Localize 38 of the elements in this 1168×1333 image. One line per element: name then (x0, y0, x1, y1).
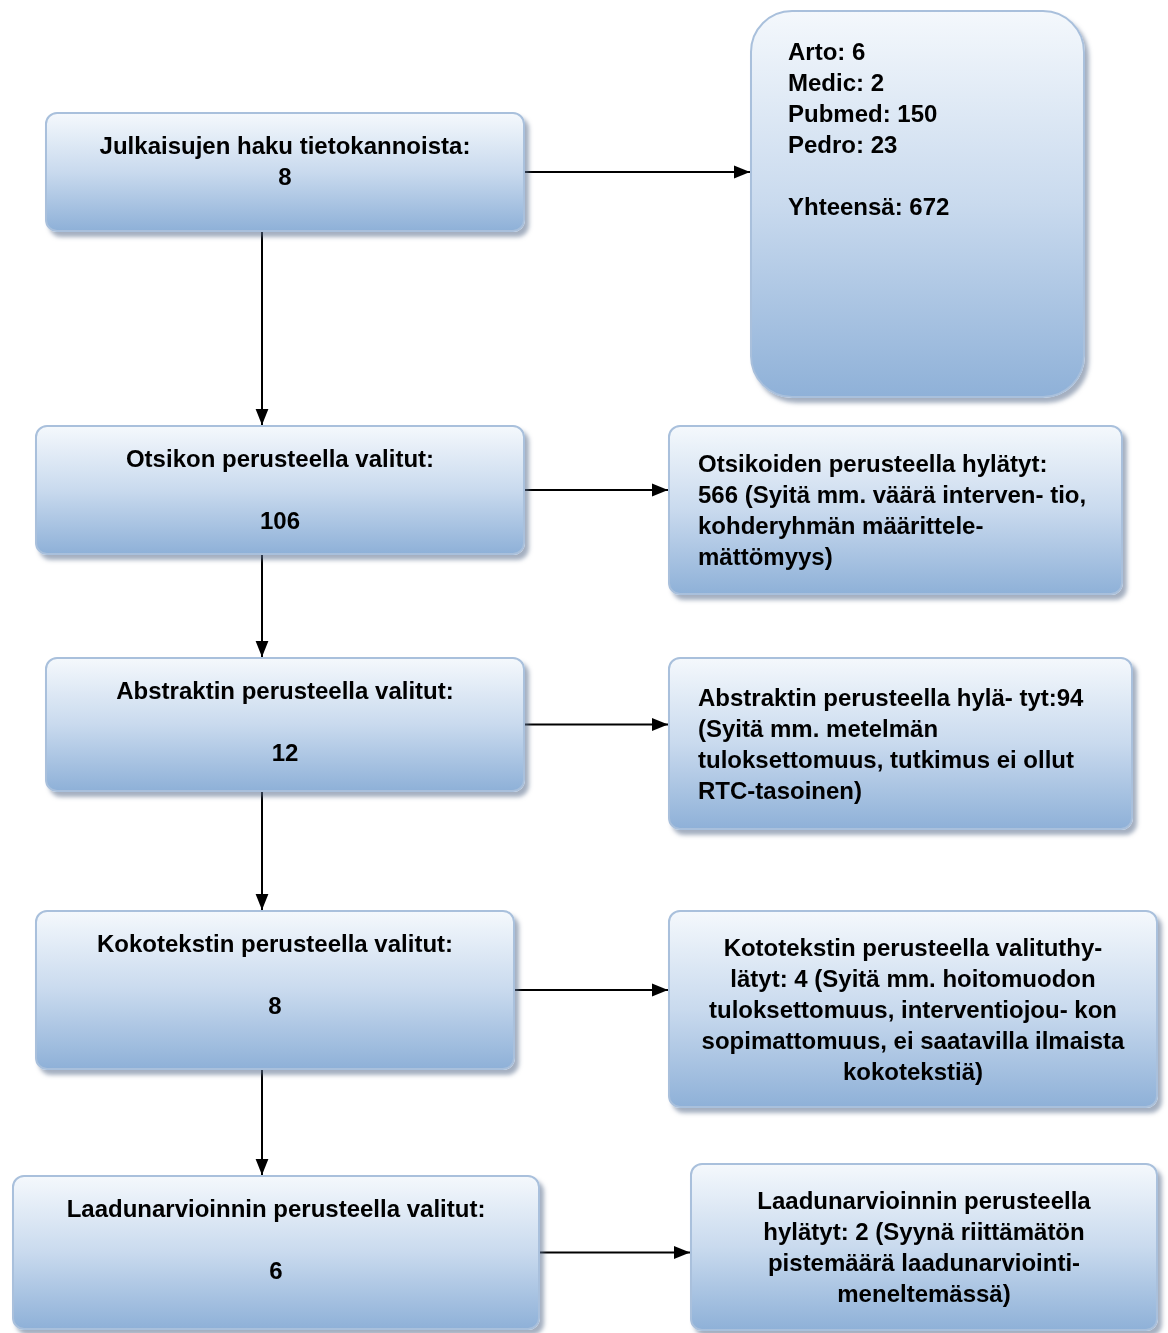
box-text: Kokotekstin perusteella valitut: (96, 929, 454, 959)
process-box (45, 657, 525, 792)
arrow (524, 483, 669, 497)
count-text: 6 (269, 1256, 283, 1286)
arrow (255, 554, 269, 658)
box-text: Pedro: 23 (788, 130, 898, 160)
count-text: 8 (268, 991, 282, 1021)
process-box (12, 1175, 540, 1330)
box-text: Abstraktin perusteella hylä- tyt:94 (Syitä mm. metelmän tuloksettomuus, tutkimus ei ollut RTC-tasoinen) (698, 682, 1085, 806)
box-text: Julkaisujen haku tietokannoista: (99, 131, 471, 161)
box-text: Medic: 2 (788, 68, 885, 98)
box-text: Arto: 6 (788, 37, 866, 67)
arrow (524, 165, 751, 179)
count-text: 8 (278, 162, 292, 192)
process-box (35, 425, 525, 555)
arrow (524, 718, 669, 731)
count-text: 106 (259, 506, 300, 536)
process-box (750, 10, 1085, 398)
box-text: Kototekstin perusteella valituthy- lätyt: 4 (Syitä mm. hoitomuodon tuloksettomuus, interventiojou- kon sopimattomuus, ei saatavilla ilmaista kokotekstiä) (700, 932, 1126, 1087)
process-box (668, 910, 1158, 1108)
process-box (45, 112, 525, 232)
box-text: Laadunarvioinnin perusteella valitut: (66, 1194, 486, 1224)
process-box (35, 910, 515, 1070)
box-text: Otsikon perusteella valitut: (125, 444, 435, 474)
arrow (255, 1069, 269, 1176)
arrow (255, 231, 269, 426)
arrow (514, 983, 669, 997)
process-box (668, 657, 1133, 830)
count-text: 12 (271, 738, 299, 768)
arrow (539, 1246, 691, 1259)
process-box (668, 425, 1123, 595)
box-text: Abstraktin perusteella valitut: (116, 676, 454, 706)
arrow (255, 791, 269, 911)
process-box (690, 1163, 1158, 1331)
box-text: Pubmed: 150 (788, 99, 938, 129)
box-text: Otsikoiden perusteella hylätyt: 566 (Syitä mm. väärä interven- tio, kohderyhmän määrittele- mättömyys) (698, 449, 1088, 572)
box-text: Yhteensä: 672 (788, 192, 950, 222)
box-text: Laadunarvioinnin perusteella hylätyt: 2 (Syynä riittämätön pistemäärä laadunarviointi- meneltemässä) (756, 1186, 1092, 1309)
